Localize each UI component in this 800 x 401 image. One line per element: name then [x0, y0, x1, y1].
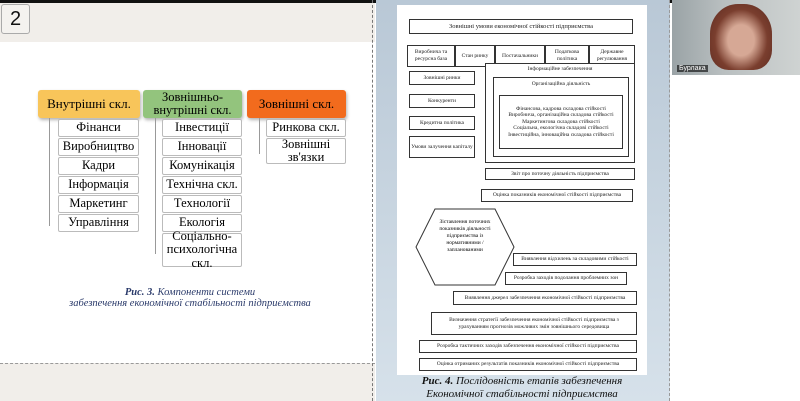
caption-text: Компоненти системи	[157, 287, 256, 298]
flow-box: Розробка заходів подолання проблемних зо…	[505, 272, 627, 285]
list-item: Кадри	[58, 157, 139, 175]
fig3-column-internal: Внутрішні скл.	[38, 90, 140, 118]
fig4-flowchart: Зовнішні умови економічної стійкості під…	[397, 5, 647, 375]
component: Інвестиційна, інноваційна складова стійк…	[508, 131, 614, 138]
flow-box: Державне регулювання	[589, 45, 635, 67]
list-item: Інформація	[58, 176, 139, 194]
divider	[669, 0, 670, 401]
list-item: Екологія	[162, 214, 242, 232]
slide-header-band	[0, 3, 375, 42]
slide-number: 2	[1, 4, 30, 34]
flow-box: Виявлення джерел забезпечення економічно…	[453, 291, 637, 305]
caption-text: забезпечення економічної стабільності пі…	[69, 298, 311, 309]
list-item: Фінанси	[58, 119, 139, 137]
list-item: Інвестиції	[162, 119, 242, 137]
side-panel	[672, 75, 800, 401]
flow-box: Умови залучення капіталу	[409, 136, 475, 158]
decision-hexagon	[415, 208, 515, 286]
flow-box: Конкуренти	[409, 94, 475, 108]
column-header: Зовнішні скл.	[247, 90, 346, 118]
component: Маркетингова складова стійкості	[522, 118, 600, 125]
component: Фінансова, кадрова складова стійкості	[516, 105, 606, 112]
divider	[372, 0, 373, 401]
caption-label: Рис. 3.	[124, 287, 155, 298]
participant-video	[710, 4, 772, 70]
tree-line	[155, 118, 156, 254]
fig3-items-internal: Фінанси Виробництво Кадри Інформація Мар…	[58, 119, 139, 232]
flow-box: Податкова політика	[545, 45, 589, 67]
list-item: Маркетинг	[58, 195, 139, 213]
fig4-caption: Рис. 4. Послідовність етапів забезпеченн…	[397, 375, 647, 400]
list-item: Інновації	[162, 138, 242, 156]
tree-line	[49, 118, 50, 226]
slide-footer-band	[0, 363, 375, 401]
list-item: Виробництво	[58, 138, 139, 156]
org-label: Організаційна діяльність	[531, 81, 591, 87]
caption-text: Послідовність етапів забезпечення	[455, 375, 623, 387]
flow-box: Оцінка показників економічної стійкості …	[481, 189, 633, 202]
info-label: Інформаційне забезпечення	[527, 66, 593, 72]
webcam-video[interactable]: Бурлака	[672, 0, 800, 75]
flow-box: Визначення стратегії забезпечення економ…	[431, 312, 637, 335]
flow-box: Зовнішні умови економічної стійкості під…	[409, 19, 633, 34]
fig3-caption: Рис. 3. Компоненти системи забезпечення …	[60, 287, 320, 309]
column-header: Внутрішні скл.	[38, 90, 140, 118]
list-item: Ринкова скл.	[266, 119, 346, 137]
flow-box: Розробка тактичних заходів забезпечення …	[419, 340, 637, 353]
components-box: Фінансова, кадрова складова стійкості Ви…	[499, 95, 623, 149]
flow-box: Виробнича та ресурсна база	[407, 45, 455, 67]
tree-line	[259, 118, 260, 154]
flow-box: Стан ринку	[455, 45, 495, 67]
flow-box: Оцінка отриманих результатів показників …	[419, 358, 637, 371]
flow-box: Кредитна політика	[409, 116, 475, 130]
list-item: Комунікація	[162, 157, 242, 175]
list-item: Технічна скл.	[162, 176, 242, 194]
caption-label: Рис. 4.	[421, 375, 454, 387]
list-item: Соціально-психологічна скл.	[162, 230, 242, 269]
flow-box: Виявлення відхилень за складовими стійко…	[513, 253, 637, 266]
participant-name: Бурлака	[677, 65, 708, 72]
component: Виробнича, організаційна складова стійко…	[508, 112, 614, 119]
list-item: Технології	[162, 195, 242, 213]
fig3-items-external: Ринкова скл. Зовнішні зв'язки	[266, 119, 346, 164]
list-item: Управління	[58, 214, 139, 232]
caption-text: Економічної стабільності підприємства	[426, 387, 618, 400]
flow-box: Зовнішні ринки	[409, 71, 475, 85]
column-header: Зовнішньо-внутрішні скл.	[143, 90, 242, 118]
decision-text: Зіставлення поточних показників діяльнос…	[439, 219, 491, 253]
list-item: Зовнішні зв'язки	[266, 137, 346, 164]
component: Соціальна, екологічна складові стійкості	[513, 125, 609, 132]
fig3-items-mixed: Інвестиції Інновації Комунікація Технічн…	[162, 119, 242, 269]
flow-box: Звіт про поточну діяльність підприємства	[485, 168, 635, 180]
